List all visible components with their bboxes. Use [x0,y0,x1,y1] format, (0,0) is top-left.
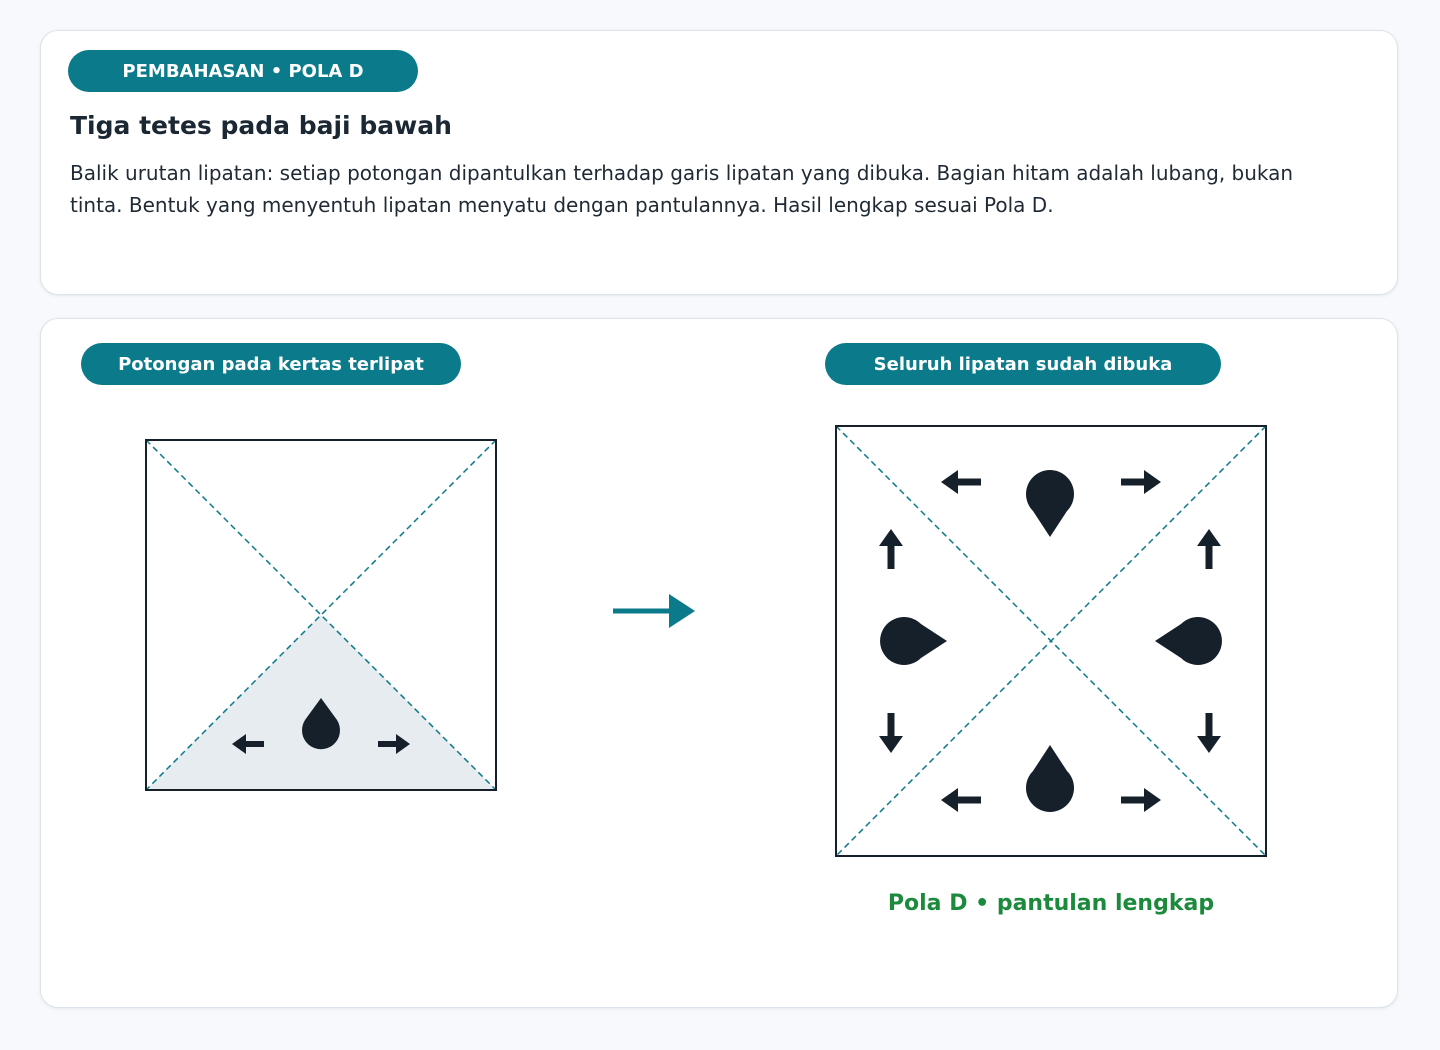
down-arrow-icon [1197,713,1221,753]
up-arrow-icon [1197,529,1221,569]
up-arrow-icon [879,529,903,569]
left-arrow-icon [232,734,264,754]
page-title: Tiga tetes pada baji bawah [70,111,452,140]
folded-paper-diagram [145,439,497,791]
fold-line-diagonal [145,439,497,791]
unfolded-panel-label: Seluruh lipatan sudah dibuka [825,343,1221,385]
down-arrow-icon [879,713,903,753]
section-badge: PEMBAHASAN • POLA D [68,50,418,92]
paper-border [835,425,1267,857]
drop-hole-bottom [1026,745,1074,812]
fold-line-antidiagonal [835,425,1267,857]
drop-hole-left [880,617,947,665]
right-arrow-icon [1121,470,1161,494]
unfolded-paper-diagram [835,425,1267,857]
drop-hole-top [1026,470,1074,537]
fold-line-antidiagonal [145,439,497,791]
result-label: Pola D • pantulan lengkap [887,891,1215,916]
arrow-right-icon [613,594,695,628]
right-arrow-icon [378,734,410,754]
drop-hole [302,698,340,750]
right-arrow-icon [1121,788,1161,812]
left-arrow-icon [941,470,981,494]
paper-border [145,439,497,791]
explanation-text: Balik urutan lipatan: setiap potongan di… [70,161,1294,217]
left-arrow-icon [941,788,981,812]
drop-hole-right [1155,617,1222,665]
explanation-card: PEMBAHASAN • POLA D Tiga tetes pada baji… [40,30,1398,295]
diagram-card: Potongan pada kertas terlipat Seluruh li… [40,318,1398,1008]
folded-panel-label: Potongan pada kertas terlipat [81,343,461,385]
